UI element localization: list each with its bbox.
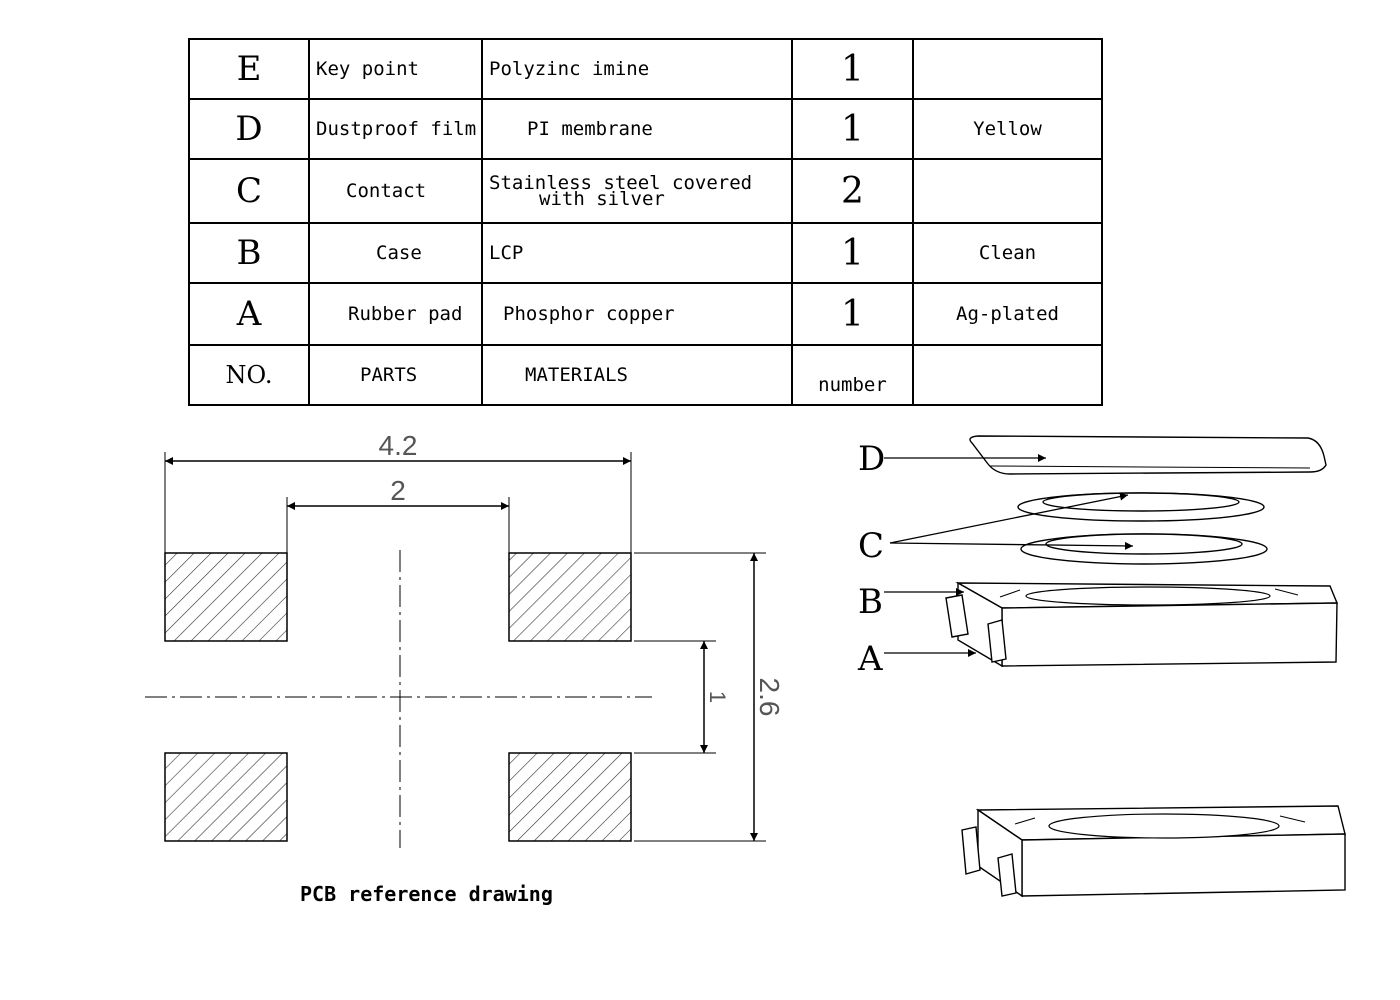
exploded-view-leaders	[884, 454, 1134, 657]
pcb-pad-top-left	[164, 552, 288, 642]
part-b-case	[955, 581, 1339, 668]
row-qty: 1	[791, 38, 914, 100]
leader-c-lower	[889, 541, 1134, 550]
label-a: A	[857, 639, 883, 679]
dim-inner-height-label: 1	[705, 691, 730, 703]
dim-inner-width-label: 2	[390, 475, 406, 506]
row-part: Rubber pad	[308, 282, 483, 346]
row-material: LCP	[481, 222, 793, 284]
label-d: D	[858, 439, 885, 479]
pcb-caption: PCB reference drawing	[300, 882, 553, 906]
row-qty: 1	[791, 282, 914, 346]
pcb-pad-top-right	[508, 552, 632, 642]
header-number: number	[791, 344, 914, 406]
leader-c-upper	[889, 492, 1129, 544]
row-qty: 1	[791, 222, 914, 284]
row-qty: 1	[791, 98, 914, 160]
row-material: PI membrane	[481, 98, 793, 160]
row-no: A	[188, 282, 310, 346]
part-d-dustproof-film	[969, 435, 1327, 475]
row-material-line1: Stainless steel covered	[489, 172, 753, 194]
bom-row-a: A Rubber pad Phosphor copper 1 Ag-plated	[188, 282, 1103, 346]
row-no: C	[188, 158, 310, 224]
bom-header-row: NO. PARTS MATERIALS number	[188, 344, 1103, 406]
row-material-line2: with silver	[539, 188, 665, 210]
bom-row-c: C Contact Stainless steel covered with s…	[188, 158, 1103, 224]
row-note	[912, 38, 1103, 100]
header-note	[912, 344, 1103, 406]
dim-total-width-label: 4.2	[379, 430, 418, 461]
bom-row-e: E Key point Polyzinc imine 1	[188, 38, 1103, 100]
row-no: E	[188, 38, 310, 100]
bom-row-b: B Case LCP 1 Clean	[188, 222, 1103, 284]
pcb-reference-drawing	[145, 452, 766, 848]
row-note: Clean	[912, 222, 1103, 284]
row-no: B	[188, 222, 310, 284]
row-qty: 2	[791, 158, 914, 224]
row-note	[912, 158, 1103, 224]
row-part: Dustproof film	[308, 98, 483, 160]
label-b: B	[858, 582, 883, 622]
row-note: Yellow	[912, 98, 1103, 160]
row-note: Ag-plated	[912, 282, 1103, 346]
pcb-pad-bottom-right	[508, 752, 632, 842]
dim-total-height-label: 2.6	[754, 678, 785, 717]
row-part: Contact	[308, 158, 483, 224]
row-part: Case	[308, 222, 483, 284]
row-material: Phosphor copper	[481, 282, 793, 346]
header-parts: PARTS	[308, 344, 483, 406]
row-part: Key point	[308, 38, 483, 100]
pcb-pad-bottom-left	[164, 752, 288, 842]
bom-table: E Key point Polyzinc imine 1 D Dustproof…	[188, 38, 1103, 406]
row-material: Stainless steel covered with silver	[481, 158, 793, 224]
part-a-rubber-pad	[945, 594, 1007, 663]
row-no: D	[188, 98, 310, 160]
part-c-contact-lower	[1020, 533, 1268, 565]
bom-row-d: D Dustproof film PI membrane 1 Yellow	[188, 98, 1103, 160]
row-material: Polyzinc imine	[481, 38, 793, 100]
header-materials: MATERIALS	[481, 344, 793, 406]
label-c: C	[858, 526, 884, 566]
header-no: NO.	[188, 344, 310, 406]
exploded-view	[945, 435, 1346, 898]
part-c-contact-upper	[1017, 492, 1265, 522]
assembled-switch	[961, 805, 1346, 898]
